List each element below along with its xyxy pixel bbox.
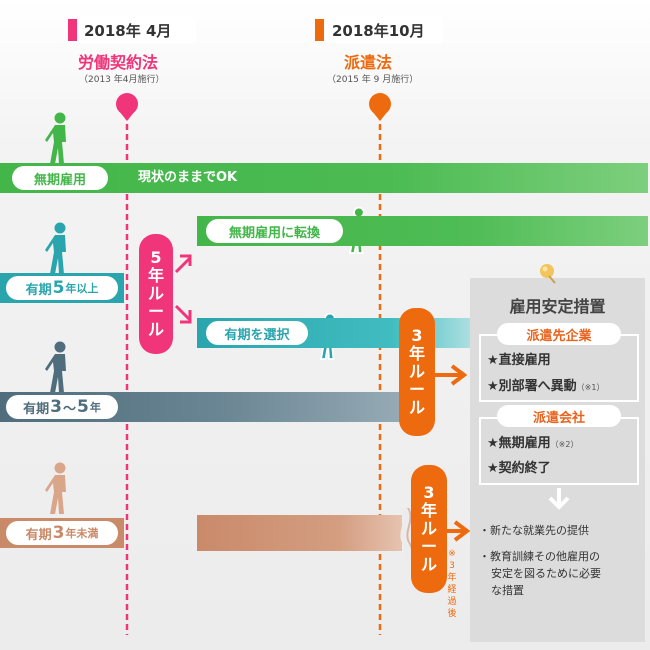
rule-char: ー (420, 537, 437, 556)
rule-char: ー (147, 302, 164, 321)
three-year-rule-pill: 3 年 ル ー ル (411, 465, 447, 593)
label-number: 3 (52, 523, 65, 543)
dispatch-law-note: （2015 年 9 月施行） (327, 75, 419, 85)
rule-char: ー (408, 380, 425, 399)
october-marker (315, 19, 324, 41)
october-date: 2018年10月 (332, 22, 425, 40)
rule-char: ル (420, 519, 437, 538)
walking-person-icon (45, 112, 66, 164)
label-number: 5 (77, 397, 89, 417)
labor-contract-law: 労働契約法 (78, 53, 159, 72)
dispatch-destination-heading: 派遣先企業 (497, 323, 621, 345)
item-note: （※2） (550, 440, 579, 449)
rule-char: ル (420, 555, 437, 574)
label-number: 5 (52, 278, 65, 298)
training-bullet-line3: な措置 (491, 584, 524, 597)
diagonal-arrows (174, 254, 192, 324)
dispatch-company-heading: 派遣会社 (497, 405, 621, 427)
note-char: 経 (447, 585, 457, 595)
training-bullet-line2: 安定を図るために必要 (491, 567, 601, 580)
arrow-up-right-icon (174, 254, 192, 274)
note-char: 年 (447, 573, 457, 583)
rule-char: 3 (411, 326, 423, 345)
label-part: 年未満 (65, 527, 99, 540)
label-part: 年以上 (65, 282, 99, 295)
arrow-down-icon (548, 488, 570, 510)
status-quo-text: 現状のままでOK (138, 170, 238, 185)
new-job-bullet: ・新たな就業先の提供 (479, 524, 589, 537)
walking-person-icon (45, 462, 66, 514)
rule-char: ル (147, 320, 164, 339)
item-text: ★別部署へ異動 (487, 379, 577, 394)
after-three-years-note: ※ 3 年 経 過 後 (446, 548, 458, 620)
label-part: 有期 (23, 401, 50, 417)
label-number: 3 (50, 397, 62, 417)
choose-fixed-label: 有期を選択 (206, 321, 308, 345)
panel-title: 雇用安定措置 (509, 297, 606, 316)
label-part: 有期 (25, 527, 52, 543)
april-date: 2018年 4月 (84, 22, 172, 40)
walking-person-icon (45, 222, 66, 274)
note-char: 過 (447, 597, 457, 607)
note-char: 後 (447, 609, 457, 619)
labor-contract-law-note: （2013 年4月施行） (79, 75, 165, 85)
rule-char: ル (147, 284, 164, 303)
training-bullet-line1: ・教育訓練その他雇用の (479, 550, 600, 563)
rule-char: 年 (408, 344, 425, 363)
rule-char: 年 (147, 266, 164, 285)
pushpin-icon (540, 264, 556, 284)
item-note: （※1） (576, 383, 605, 392)
contract-end-item: ★契約終了 (487, 461, 551, 476)
label-part: 年 (89, 401, 101, 414)
dispatch-law: 派遣法 (344, 53, 393, 72)
april-date-box (78, 17, 196, 43)
fixed-under3-continue-bar (197, 515, 402, 551)
arrow-down-right-icon (174, 304, 192, 324)
rule-char: ル (408, 362, 425, 381)
five-year-rule-pill: 5 年 ル ー ル (139, 234, 173, 354)
item-text: ★無期雇用 (487, 436, 551, 451)
arrow-right-icon (442, 520, 471, 542)
label-part: 〜 (63, 401, 77, 417)
rule-char: 年 (420, 501, 437, 520)
direct-hire-item: ★直接雇用 (487, 353, 551, 368)
april-pin-icon (116, 93, 138, 121)
department-transfer-item: ★別部署へ異動（※1） (487, 375, 604, 394)
convert-to-indefinite-label: 無期雇用に転換 (206, 219, 343, 243)
note-char: 3 (449, 561, 455, 571)
rule-char: 5 (150, 248, 162, 267)
walking-person-icon (45, 341, 66, 393)
label-part: 有期 (25, 282, 52, 298)
three-year-rule-pill: 3 年 ル ー ル (399, 308, 435, 436)
october-date-box (325, 17, 443, 43)
rule-char: 3 (423, 483, 435, 502)
arrow-right-icon (430, 364, 468, 386)
note-char: ※ (448, 549, 456, 559)
indefinite-hire-item: ★無期雇用（※2） (487, 432, 578, 451)
october-pin-icon (369, 93, 391, 121)
april-marker (68, 19, 77, 41)
indefinite-employment-label: 無期雇用 (12, 166, 108, 190)
rule-char: ル (408, 398, 425, 417)
indefinite-employment-bar (0, 163, 648, 193)
